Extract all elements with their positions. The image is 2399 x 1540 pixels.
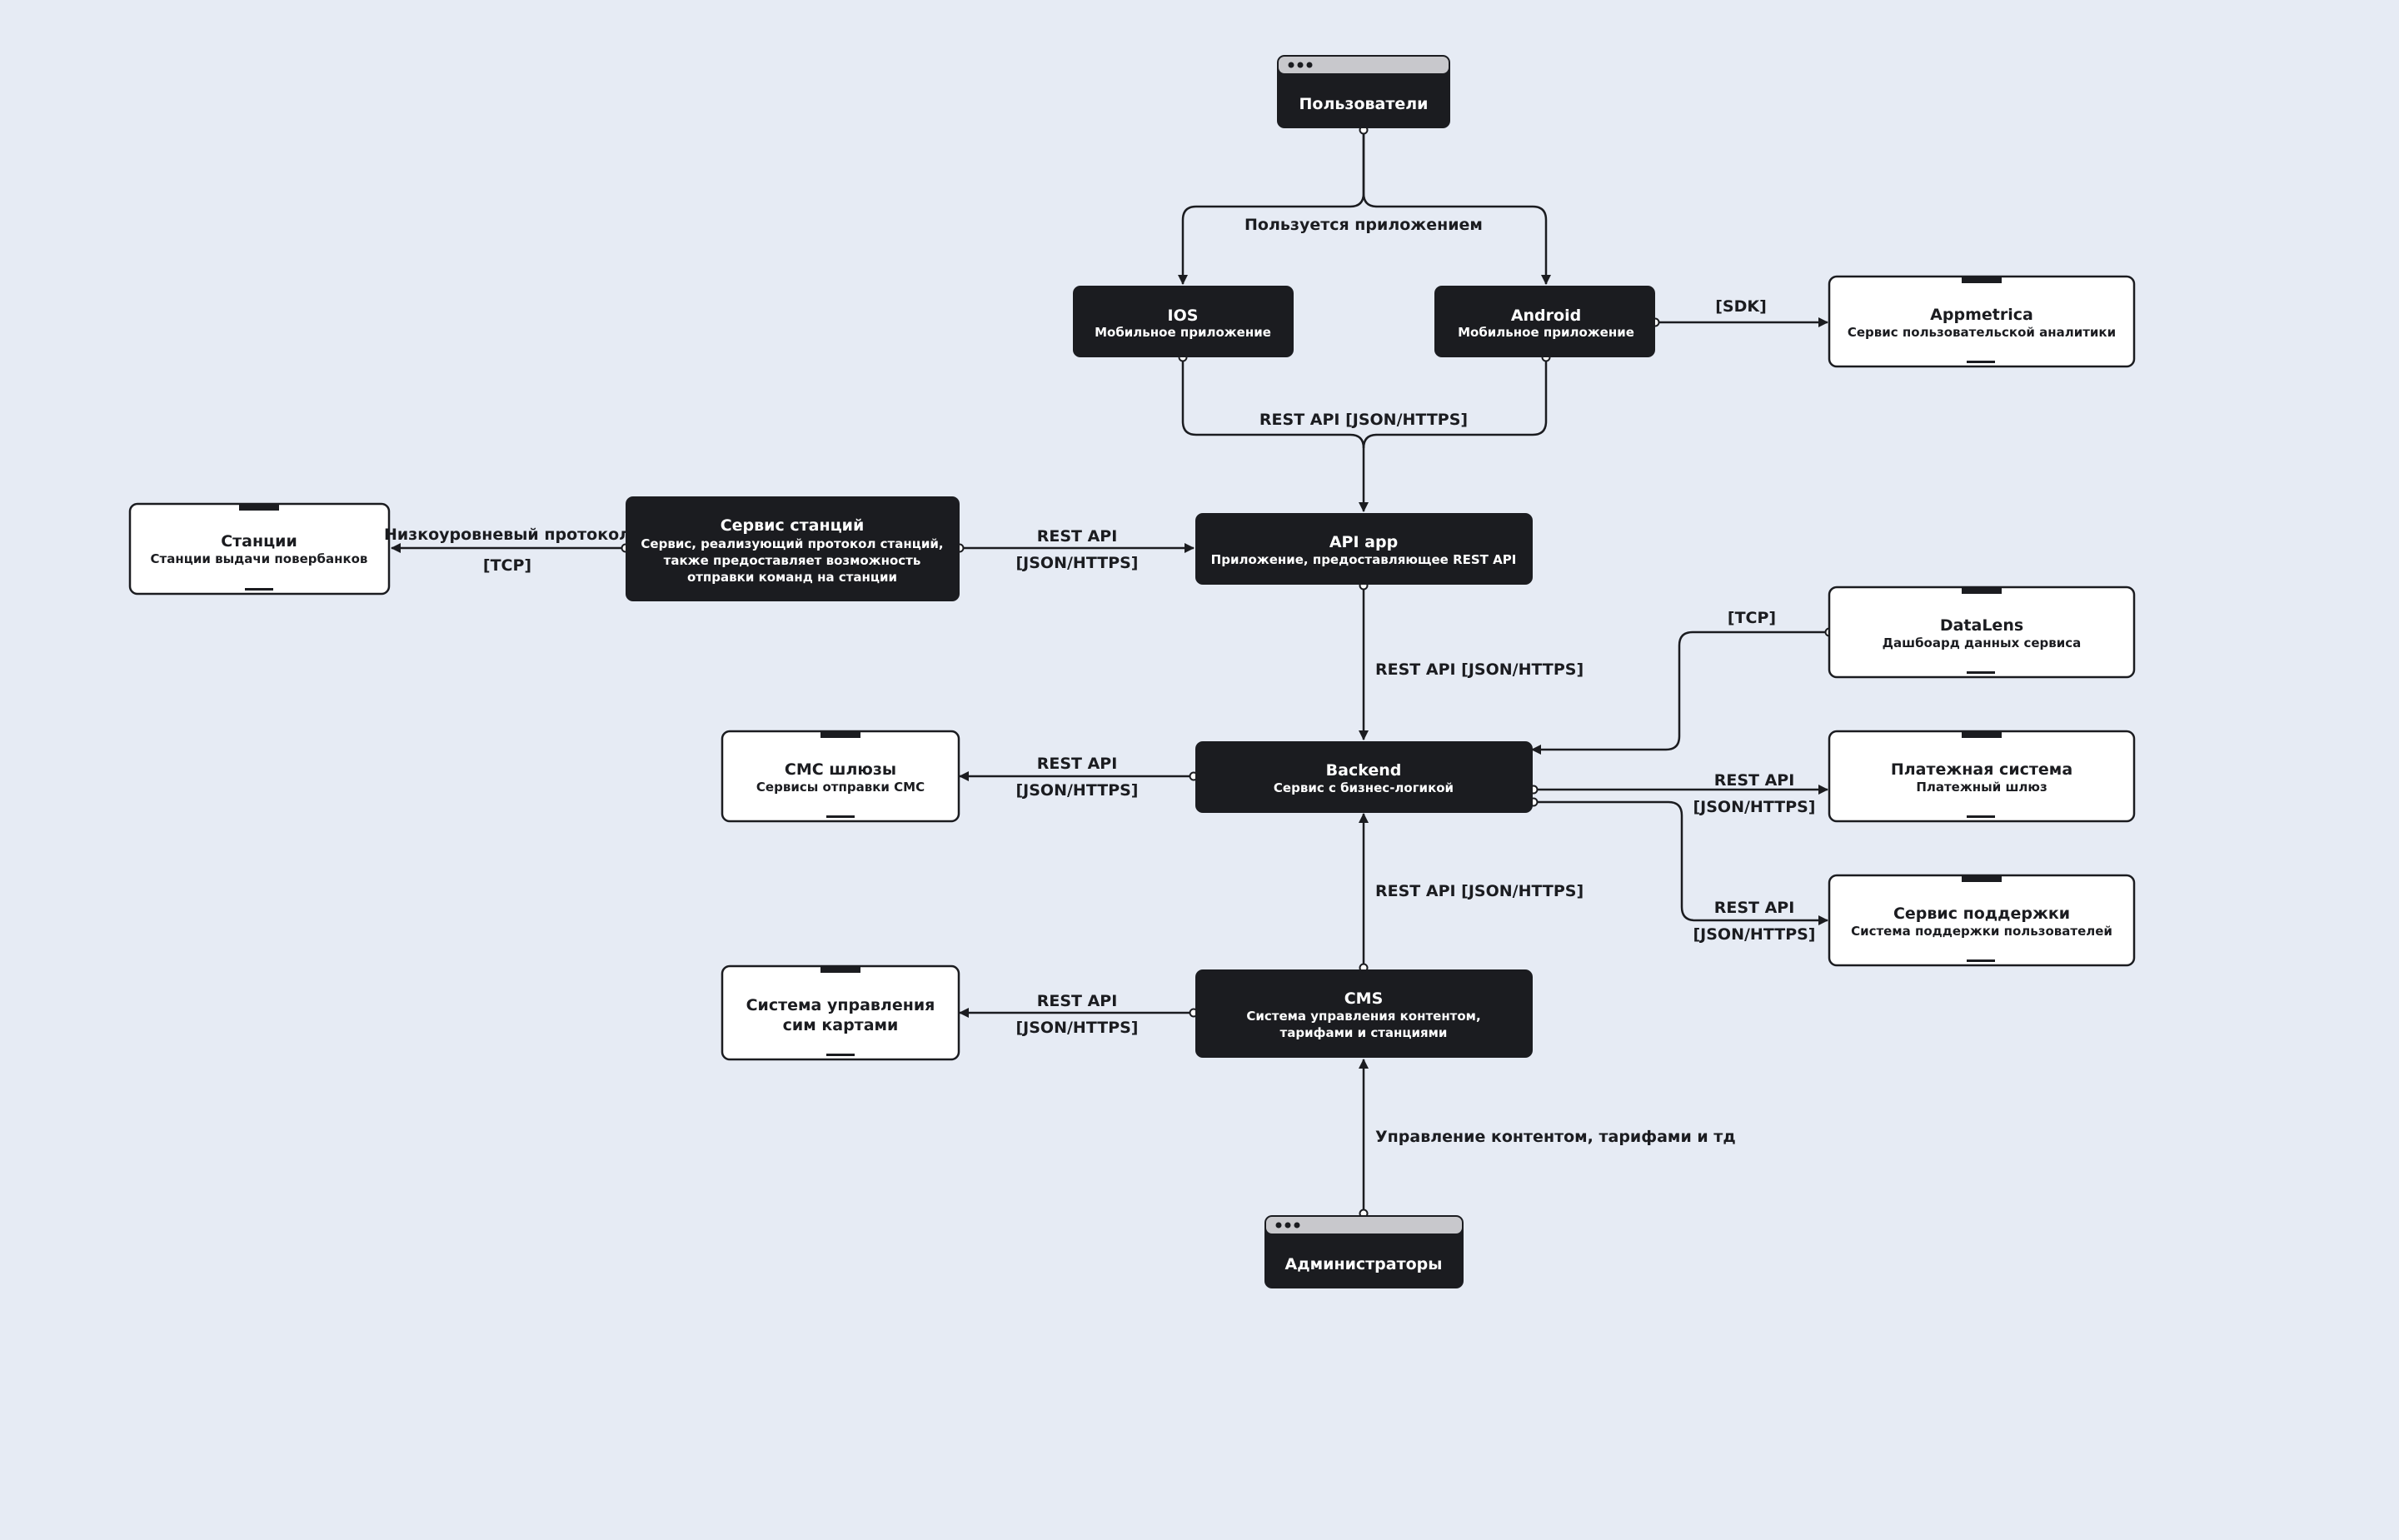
edge-ios-api <box>1181 357 1369 512</box>
window-dot-icon <box>1306 62 1313 68</box>
node-station-service: Сервис станций Сервис, реализующий прото… <box>626 496 960 601</box>
node-title: Система управления <box>746 996 935 1014</box>
node-description: Дашбоард данных сервиса <box>1883 635 2082 650</box>
edge-label: [JSON/HTTPS] <box>1016 781 1139 800</box>
node-datalens: DataLens Дашбоард данных сервиса <box>1828 586 2136 679</box>
external-system-tab <box>1962 277 2002 283</box>
edge-label: REST API [JSON/HTTPS] <box>1259 411 1468 429</box>
external-system-tab <box>239 504 279 511</box>
edge-label: Управление контентом, тарифами и тд <box>1375 1128 1736 1146</box>
external-system-mark <box>1967 361 1995 363</box>
edge-label: REST API <box>1037 527 1118 546</box>
node-admins: Администраторы <box>1264 1215 1464 1288</box>
window-dot-icon <box>1297 62 1304 68</box>
node-description: Сервис пользовательской аналитики <box>1848 325 2116 340</box>
node-description: Мобильное приложение <box>1095 325 1271 340</box>
edge-backend-support <box>1534 800 1828 925</box>
node-title: Платежная система <box>1891 760 2072 779</box>
edge-label: REST API [JSON/HTTPS] <box>1375 660 1584 679</box>
external-system-tab <box>1962 875 2002 882</box>
node-ios: IOS Мобильное приложение <box>1073 286 1294 357</box>
node-title: Станции <box>221 532 297 551</box>
edge-label: REST API [JSON/HTTPS] <box>1375 882 1584 900</box>
window-dot-icon <box>1288 62 1294 68</box>
node-description: Платежный шлюз <box>1916 780 2047 795</box>
node-title: CMS <box>1344 989 1384 1008</box>
node-description: тарифами и станциями <box>1280 1025 1448 1040</box>
external-system-mark <box>245 588 273 591</box>
node-sim-management: Система управления сим картами <box>721 964 960 1061</box>
node-title: IOS <box>1168 307 1199 325</box>
node-description: Станции выдачи повербанков <box>151 551 368 566</box>
external-system-mark <box>826 815 855 818</box>
window-dot-icon <box>1294 1222 1300 1229</box>
node-title: СМС шлюзы <box>785 760 896 779</box>
node-title: Backend <box>1326 761 1402 780</box>
external-system-mark <box>1967 815 1995 818</box>
node-users: Пользователи <box>1277 55 1450 128</box>
node-android: Android Мобильное приложение <box>1434 286 1655 357</box>
edge-label: [TCP] <box>1728 609 1776 627</box>
edge-label: [JSON/HTTPS] <box>1693 925 1816 944</box>
external-system-tab <box>1962 731 2002 738</box>
external-system-tab <box>1962 587 2002 594</box>
edge-label: REST API <box>1714 771 1795 790</box>
node-stations: Станции Станции выдачи повербанков <box>128 502 391 596</box>
node-payment-system: Платежная система Платежный шлюз <box>1828 730 2136 823</box>
node-description: Мобильное приложение <box>1458 325 1634 340</box>
edge-label: [TCP] <box>483 556 531 575</box>
edge-label: Пользуется приложением <box>1244 216 1483 234</box>
node-title: API app <box>1329 533 1398 551</box>
node-api-app: API app Приложение, предоставляющее REST… <box>1195 513 1533 585</box>
node-description: Система поддержки пользователей <box>1851 924 2112 939</box>
node-title: Администраторы <box>1285 1255 1443 1273</box>
window-dot-icon <box>1284 1222 1291 1229</box>
node-support-service: Сервис поддержки Система поддержки польз… <box>1828 874 2136 967</box>
edge-label: [SDK] <box>1715 297 1767 316</box>
node-appmetrica: Appmetrica Сервис пользовательской анали… <box>1828 275 2136 368</box>
edge-label: REST API <box>1037 992 1118 1010</box>
edge-users-ios <box>1178 130 1365 285</box>
node-description: Сервис с бизнес-логикой <box>1274 780 1454 795</box>
node-description: Сервисы отправки СМС <box>756 780 925 795</box>
external-system-mark <box>1967 959 1995 962</box>
edge-label: REST API <box>1037 755 1118 773</box>
edge-label: [JSON/HTTPS] <box>1016 1019 1139 1037</box>
external-system-mark <box>826 1054 855 1056</box>
node-title: Appmetrica <box>1930 306 2033 324</box>
edge-label: [JSON/HTTPS] <box>1016 554 1139 572</box>
external-system-tab <box>820 966 860 973</box>
node-title: Сервис поддержки <box>1893 905 2070 923</box>
node-title: Пользователи <box>1299 95 1429 113</box>
node-title: Android <box>1511 307 1581 325</box>
node-title: сим картами <box>783 1016 899 1034</box>
node-description: Приложение, предоставляющее REST API <box>1211 552 1517 567</box>
node-description: также предоставляет возможность <box>664 553 921 568</box>
edge-users-android <box>1362 130 1551 285</box>
window-dot-icon <box>1275 1222 1282 1229</box>
edge-label: Низкоуровневый протокол <box>384 526 631 544</box>
external-system-mark <box>1967 671 1995 674</box>
node-backend: Backend Сервис с бизнес-логикой <box>1195 741 1533 813</box>
node-title: DataLens <box>1940 616 2023 635</box>
edge-label: [JSON/HTTPS] <box>1693 798 1816 816</box>
node-description: отправки команд на станции <box>687 570 897 585</box>
node-description: Система управления контентом, <box>1246 1009 1480 1024</box>
node-sms-gateways: СМС шлюзы Сервисы отправки СМС <box>721 730 960 823</box>
edge-datalens-backend <box>1531 630 1829 755</box>
external-system-tab <box>820 731 860 738</box>
edge-label: REST API <box>1714 899 1795 917</box>
node-cms: CMS Система управления контентом, тарифа… <box>1195 969 1533 1058</box>
edge-android-api <box>1362 357 1548 449</box>
node-title: Сервис станций <box>721 516 865 535</box>
node-description: Сервис, реализующий протокол станций, <box>641 536 943 551</box>
